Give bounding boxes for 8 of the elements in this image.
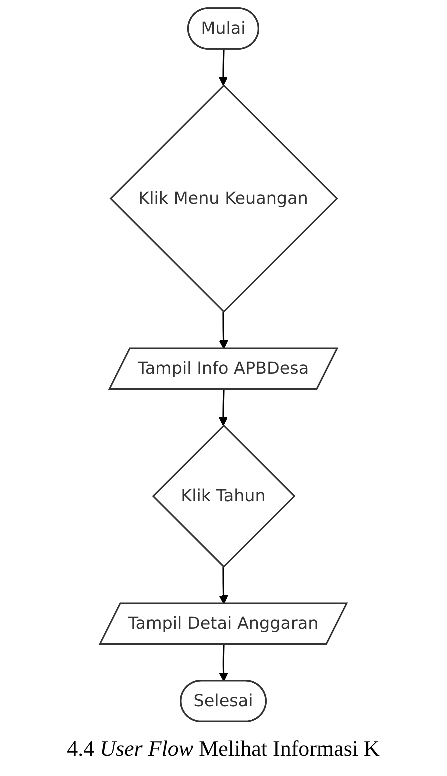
arrow — [218, 50, 228, 86]
node-diamond: Klik Tahun — [152, 424, 296, 568]
arrow — [218, 390, 228, 426]
arrow — [219, 566, 228, 604]
arrow — [219, 644, 228, 682]
node-diamond: Klik Menu Keuangan — [110, 84, 338, 314]
figure-caption: 4.4 User Flow Melihat Informasi K — [67, 735, 380, 763]
arrow — [219, 312, 228, 350]
